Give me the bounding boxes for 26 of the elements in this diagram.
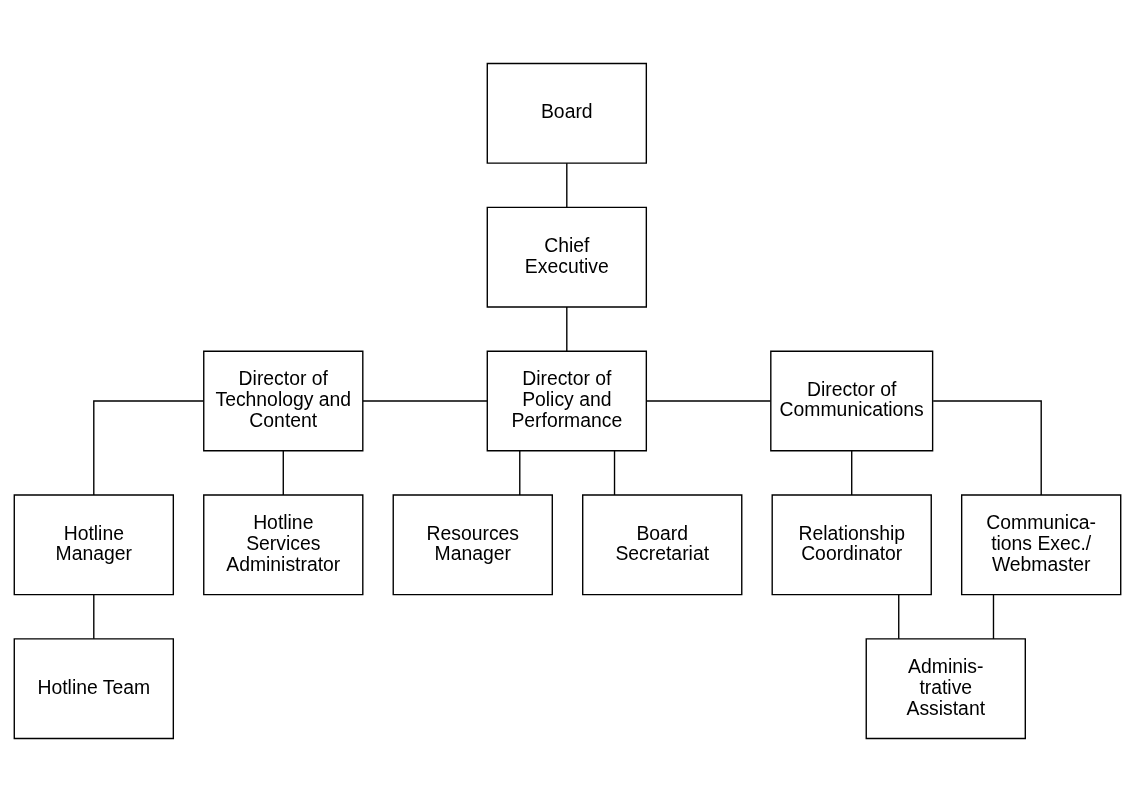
connector [566,305,568,352]
connector [362,399,488,402]
connector [645,399,772,402]
node-box: Director of Technology and Content [203,350,364,451]
node-box: Director of Communications [770,350,934,451]
connector [282,449,284,496]
connector [613,449,616,496]
node-box: Chief Executive [486,206,648,308]
node-box: Hotline Services Administrator [203,493,364,595]
node-box: Director of Policy and Performance [486,350,648,451]
node-box: Resources Manager [392,493,553,595]
connector [898,593,900,640]
connector [851,449,853,496]
connector [93,593,95,640]
node-box: Board [486,62,648,164]
connector [932,399,1042,496]
node-box: Relationship Coordinator [771,493,932,595]
node-box: Board Secretariat [582,493,743,595]
node-box: Hotline Manager [13,493,174,595]
connector [992,593,995,640]
connector [519,449,521,496]
node-box: Adminis- trative Assistant [865,637,1026,739]
node-box: Hotline Team [13,637,174,739]
connector [566,162,568,208]
connector [93,399,205,496]
node-box: Communica- tions Exec./ Webmaster [960,493,1122,595]
